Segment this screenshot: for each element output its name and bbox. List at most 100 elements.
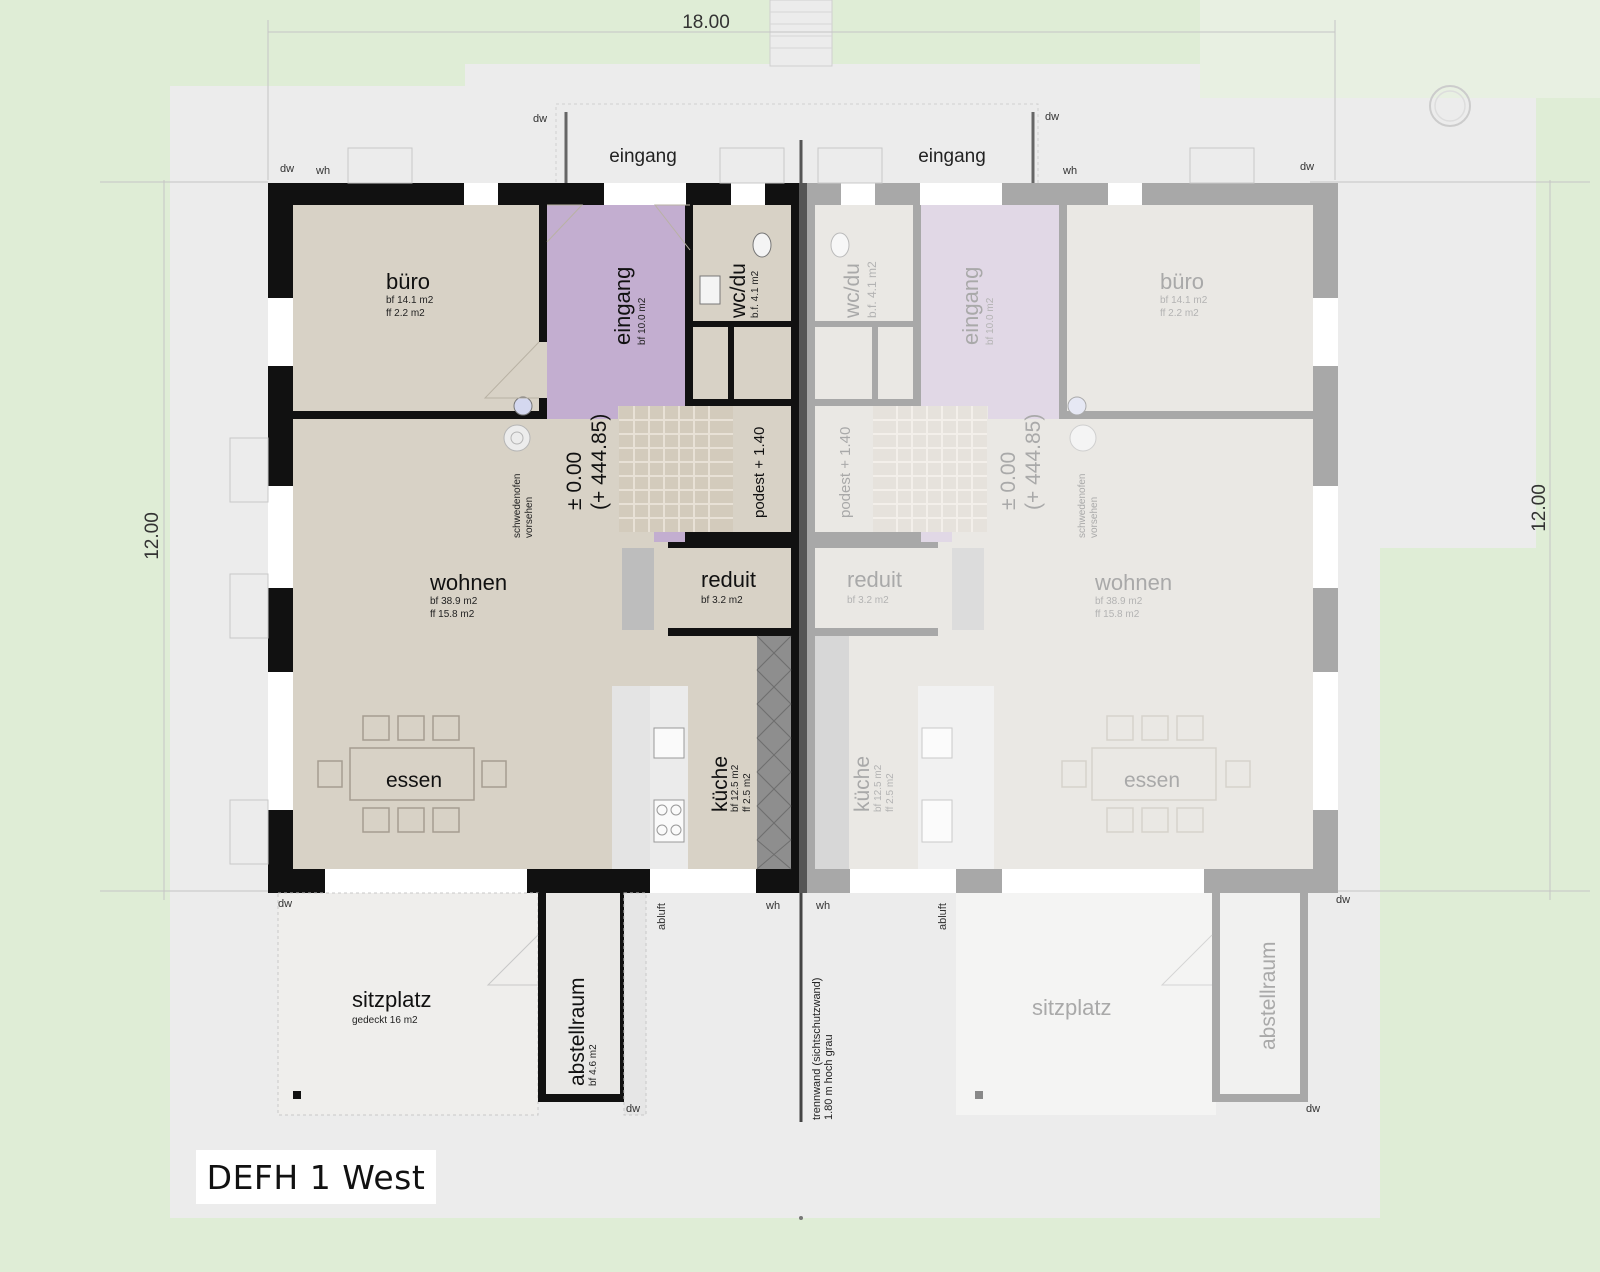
west-wohnen-name: wohnen [429,570,507,595]
west-toilet [752,232,772,258]
porch-posts [564,112,1035,183]
tag-dw: dw [1336,894,1350,906]
west-cabinet-hatch [756,635,792,870]
west-reduit-bf: bf 3.2 m2 [701,595,743,606]
west-kueche-bf: bf 12.5 m2 [730,764,741,812]
west-wcdu-name: wc/du [727,263,750,319]
access-path [769,0,833,67]
east-reduit-name: reduit [847,567,902,592]
tag-wh: wh [1062,165,1077,177]
tag-abluft: abluft [656,903,668,930]
west-room-buero [293,205,539,411]
west-hob [653,799,685,843]
tags: dw dw dw wh wh dw dw wh wh dw dw dw ablu… [278,111,1350,1115]
paving-east [1306,98,1536,548]
east-wohnen-bf: bf 38.9 m2 [1095,596,1143,607]
west-kueche-ff: ff 2.5 m2 [742,773,753,812]
west-buero-bf: bf 14.1 m2 [386,295,434,306]
west-podest: podest + 1.40 [751,427,768,518]
west-essen-name: essen [386,769,442,792]
trennwand-note-2: 1.80 m hoch grau [823,1034,835,1120]
west-light-wells [229,437,269,865]
east-buero-name: büro [1160,269,1204,294]
tag-wh: wh [315,165,330,177]
west-eingang-bf: bf 10.0 m2 [637,297,648,345]
east-dining-table [1091,747,1217,801]
west-stove-inner [510,431,524,445]
tag-wh: wh [765,900,780,912]
west-wc-shaft [693,327,728,399]
west-post [293,1091,301,1099]
east-lamp [1067,396,1087,416]
tag-dw: dw [1045,111,1059,123]
shaft-marker-inner [1434,90,1466,122]
trennwand-note-1: trennwand (sichtschutzwand) [811,978,823,1120]
west-entrance-label: eingang [609,146,677,167]
west-abstellraum-name: abstellraum [566,977,589,1086]
west-washbasin [699,275,721,305]
west-kueche-name: küche [709,756,732,812]
east-buero-bf: bf 14.1 m2 [1160,295,1208,306]
west-buero-ff: ff 2.2 m2 [386,308,425,319]
east-kueche-name: küche [851,756,874,812]
west-reduit-name: reduit [701,567,756,592]
east-wardrobe [952,548,984,630]
east-abstellraum-name: abstellraum [1257,941,1280,1050]
west-buero-name: büro [386,269,430,294]
east-room-wohnen [952,419,1313,869]
east-eingang-name: eingang [958,267,983,345]
east-kueche-bf: bf 12.5 m2 [873,764,884,812]
west-stairs [619,406,733,532]
dimension-depth-right: 12.00 [1529,484,1550,532]
west-door-swings [483,204,691,399]
east-reduit-bf: bf 3.2 m2 [847,595,889,606]
east-post [975,1091,983,1099]
east-buero-ff: ff 2.2 m2 [1160,308,1199,319]
east-wohnen-ff: ff 15.8 m2 [1095,609,1140,620]
east-kitchen-cabinets [815,636,849,869]
party-wall [799,183,807,893]
west-side-path [623,892,647,1116]
west-sitzplatz-name: sitzplatz [352,987,431,1012]
west-wcdu-bf: b.f. 4.1 m2 [750,270,761,318]
west-ofen-note-2: vorsehen [524,497,535,538]
west-windows [268,183,765,893]
west-level-main: ± 0.00 [563,452,586,510]
grid-lines [100,20,1590,900]
east-ofen-note-2: vorsehen [1089,497,1100,538]
dimension-depth-left: 12.00 [142,512,163,560]
east-eingang-bf: bf 10.0 m2 [985,297,996,345]
east-dining-chairs [1061,715,1251,833]
east-sitzplatz-name: sitzplatz [1032,995,1111,1020]
west-wohnen-ff: ff 15.8 m2 [430,609,475,620]
tag-dw: dw [280,163,294,175]
west-abstell-door [486,934,539,986]
east-room-buero [1067,205,1313,411]
tag-dw: dw [626,1103,640,1115]
east-room-wcdu [815,205,913,321]
east-wcdu-bf: b.f. 4.1 m2 [865,261,879,318]
east-entrance-label: eingang [918,146,986,167]
west-stove [503,424,531,452]
dimension-width: 18.00 [682,12,730,33]
east-podest: podest + 1.40 [837,427,854,518]
east-sink [921,727,953,759]
east-toilet [830,232,850,258]
east-stove [1069,424,1097,452]
east-abstellraum [1220,893,1300,1094]
west-lamp [513,396,533,416]
plan-title: DEFH 1 West [196,1150,436,1204]
east-wcdu-name: wc/du [841,263,864,319]
tag-abluft: abluft [937,903,949,930]
west-sink [653,727,685,759]
west-ofen-note-1: schwedenofen [512,474,523,539]
tag-dw: dw [278,898,292,910]
east-sitzplatz-area [956,893,1216,1115]
east-ofen-note-1: schwedenofen [1077,474,1088,539]
axis-marker [799,1216,803,1220]
east-level-abs: (+ 444.85) [1022,414,1045,510]
east-hob [921,799,953,843]
west-kitchen-cabinets [757,636,791,869]
